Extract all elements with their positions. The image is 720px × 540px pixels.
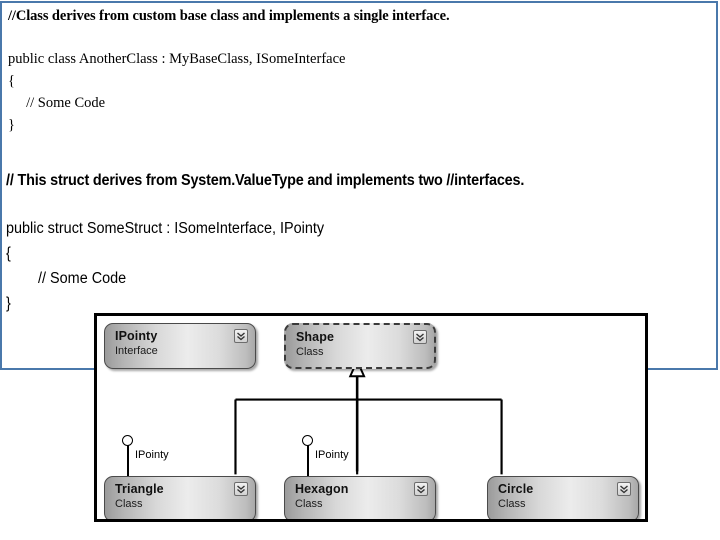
uml-node-title: IPointy <box>115 329 158 343</box>
uml-node-title: Triangle <box>115 482 164 496</box>
uml-node-stereotype: Class <box>295 498 323 510</box>
uml-node-stereotype: Interface <box>115 345 158 357</box>
uml-node-title: Hexagon <box>295 482 349 496</box>
lollipop-hexagon-ipointy[interactable]: IPointy <box>302 435 372 479</box>
lollipop-label: IPointy <box>315 449 349 461</box>
uml-node-ipointy[interactable]: IPointy Interface <box>104 323 256 369</box>
uml-node-triangle[interactable]: Triangle Class <box>104 476 256 519</box>
uml-node-stereotype: Class <box>498 498 526 510</box>
lollipop-stem <box>127 445 129 477</box>
code-block-2-heading: // This struct derives from System.Value… <box>6 172 525 189</box>
uml-node-stereotype: Class <box>296 346 324 358</box>
slide-content-panel <box>0 1 718 370</box>
chevron-double-down-icon[interactable] <box>414 482 428 496</box>
code-block-1-heading: //Class derives from custom base class a… <box>8 8 450 24</box>
chevron-double-down-icon[interactable] <box>234 329 248 343</box>
chevron-double-down-icon[interactable] <box>617 482 631 496</box>
lollipop-triangle-ipointy[interactable]: IPointy <box>122 435 192 479</box>
uml-node-stereotype: Class <box>115 498 143 510</box>
lollipop-label: IPointy <box>135 449 169 461</box>
chevron-double-down-icon[interactable] <box>413 330 427 344</box>
code-block-2-body: public struct SomeStruct : ISomeInterfac… <box>6 220 325 312</box>
lollipop-stem <box>307 445 309 477</box>
uml-class-diagram: IPointy Interface Shape Class Triang <box>94 313 648 522</box>
uml-node-shape[interactable]: Shape Class <box>284 323 436 369</box>
uml-node-title: Circle <box>498 482 534 496</box>
uml-node-hexagon[interactable]: Hexagon Class <box>284 476 436 519</box>
chevron-double-down-icon[interactable] <box>234 482 248 496</box>
code-block-1-body: public class AnotherClass : MyBaseClass,… <box>8 51 346 133</box>
uml-node-title: Shape <box>296 330 335 344</box>
uml-node-circle[interactable]: Circle Class <box>487 476 639 519</box>
